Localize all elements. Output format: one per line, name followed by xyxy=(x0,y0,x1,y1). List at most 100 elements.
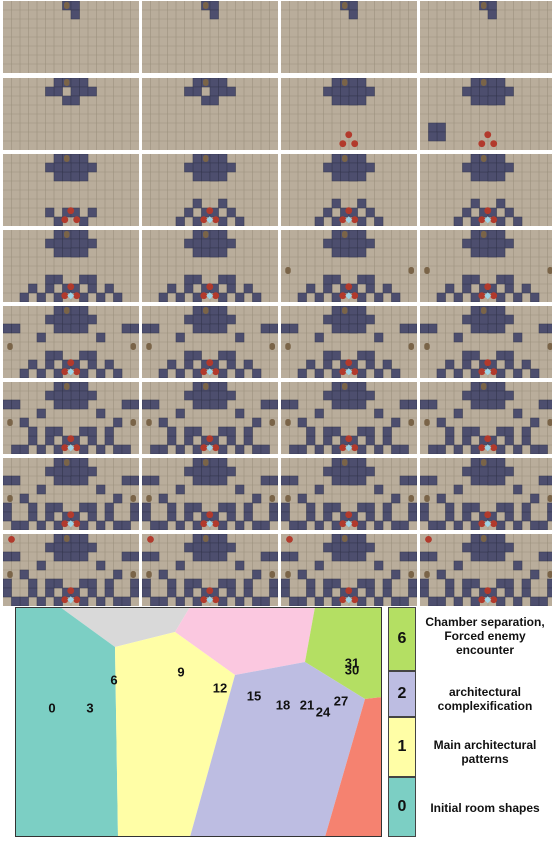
door-icon xyxy=(270,571,276,578)
enemy-icon xyxy=(206,511,213,518)
wall-tile xyxy=(488,239,497,248)
wall-tile xyxy=(12,521,21,530)
wall-tile xyxy=(505,579,514,588)
wall-tile xyxy=(210,476,219,485)
wall-tile xyxy=(383,284,392,293)
wall-tile xyxy=(88,427,97,436)
wall-tile xyxy=(505,467,514,476)
wall-tile xyxy=(88,163,97,172)
wall-tile xyxy=(244,360,253,369)
wall-tile xyxy=(420,400,429,409)
wall-tile xyxy=(219,324,228,333)
wall-tile xyxy=(446,579,455,588)
wall-tile xyxy=(349,306,358,315)
wall-tile xyxy=(332,78,341,87)
wall-tile xyxy=(429,132,438,141)
wall-tile xyxy=(168,436,177,445)
enemy-icon xyxy=(61,292,68,299)
wall-tile xyxy=(71,154,80,163)
wall-tile xyxy=(227,275,236,284)
wall-tile xyxy=(358,275,367,284)
wall-tile xyxy=(375,333,384,342)
wall-tile xyxy=(531,418,540,427)
wall-tile xyxy=(80,172,89,181)
wall-tile xyxy=(497,306,506,315)
wall-tile xyxy=(332,87,341,96)
enemy-icon xyxy=(345,359,352,366)
wall-tile xyxy=(480,391,489,400)
wall-tile xyxy=(454,409,463,418)
wall-tile xyxy=(471,369,480,378)
wall-tile xyxy=(488,324,497,333)
wall-tile xyxy=(20,597,29,606)
enemy-icon xyxy=(212,444,219,451)
wall-tile xyxy=(97,369,106,378)
enemy-icon xyxy=(61,368,68,375)
wall-tile xyxy=(332,324,341,333)
wall-tile xyxy=(366,427,375,436)
door-icon xyxy=(285,419,291,426)
wall-tile xyxy=(332,458,341,467)
wall-tile xyxy=(80,458,89,467)
door-icon xyxy=(64,155,70,162)
wall-tile xyxy=(514,217,523,226)
wall-tile xyxy=(281,552,290,561)
wall-tile xyxy=(80,391,89,400)
wall-tile xyxy=(307,284,316,293)
wall-tile xyxy=(270,503,279,512)
wall-tile xyxy=(37,445,46,454)
enemy-icon xyxy=(67,359,74,366)
wall-tile xyxy=(88,360,97,369)
wall-tile xyxy=(480,476,489,485)
enemy-icon xyxy=(339,444,346,451)
wall-tile xyxy=(480,543,489,552)
wall-tile xyxy=(227,391,236,400)
wall-tile xyxy=(349,552,358,561)
wall-tile xyxy=(270,552,279,561)
wall-tile xyxy=(341,87,350,96)
wall-tile xyxy=(497,534,506,543)
wall-tile xyxy=(185,512,194,521)
wall-tile xyxy=(324,275,333,284)
wall-tile xyxy=(159,293,168,302)
wall-tile xyxy=(463,467,472,476)
door-icon xyxy=(203,155,209,162)
wall-tile xyxy=(80,154,89,163)
wall-tile xyxy=(454,521,463,530)
wall-tile xyxy=(332,579,341,588)
wall-tile xyxy=(227,87,236,96)
wall-tile xyxy=(497,400,506,409)
door-icon xyxy=(7,343,13,350)
wall-tile xyxy=(46,427,55,436)
enemy-icon xyxy=(8,536,15,543)
wall-tile xyxy=(358,427,367,436)
wall-tile xyxy=(54,445,63,454)
wall-tile xyxy=(80,324,89,333)
wall-tile xyxy=(97,485,106,494)
wall-tile xyxy=(244,284,253,293)
wall-tile xyxy=(54,324,63,333)
wall-tile xyxy=(71,400,80,409)
wall-tile xyxy=(358,597,367,606)
wall-tile xyxy=(324,436,333,445)
door-icon xyxy=(203,2,209,9)
wall-tile xyxy=(185,163,194,172)
door-icon xyxy=(64,2,70,9)
level-panel xyxy=(281,306,417,378)
wall-tile xyxy=(497,552,506,561)
wall-tile xyxy=(46,391,55,400)
wall-tile xyxy=(88,436,97,445)
wall-tile xyxy=(80,476,89,485)
level-panel xyxy=(420,458,552,530)
wall-tile xyxy=(349,543,358,552)
wall-tile xyxy=(332,293,341,302)
wall-tile xyxy=(151,324,160,333)
wall-tile xyxy=(80,230,89,239)
wall-tile xyxy=(437,369,446,378)
wall-tile xyxy=(227,239,236,248)
wall-tile xyxy=(341,391,350,400)
wall-tile xyxy=(463,351,472,360)
wall-tile xyxy=(54,230,63,239)
wall-tile xyxy=(20,369,29,378)
wall-tile xyxy=(80,315,89,324)
